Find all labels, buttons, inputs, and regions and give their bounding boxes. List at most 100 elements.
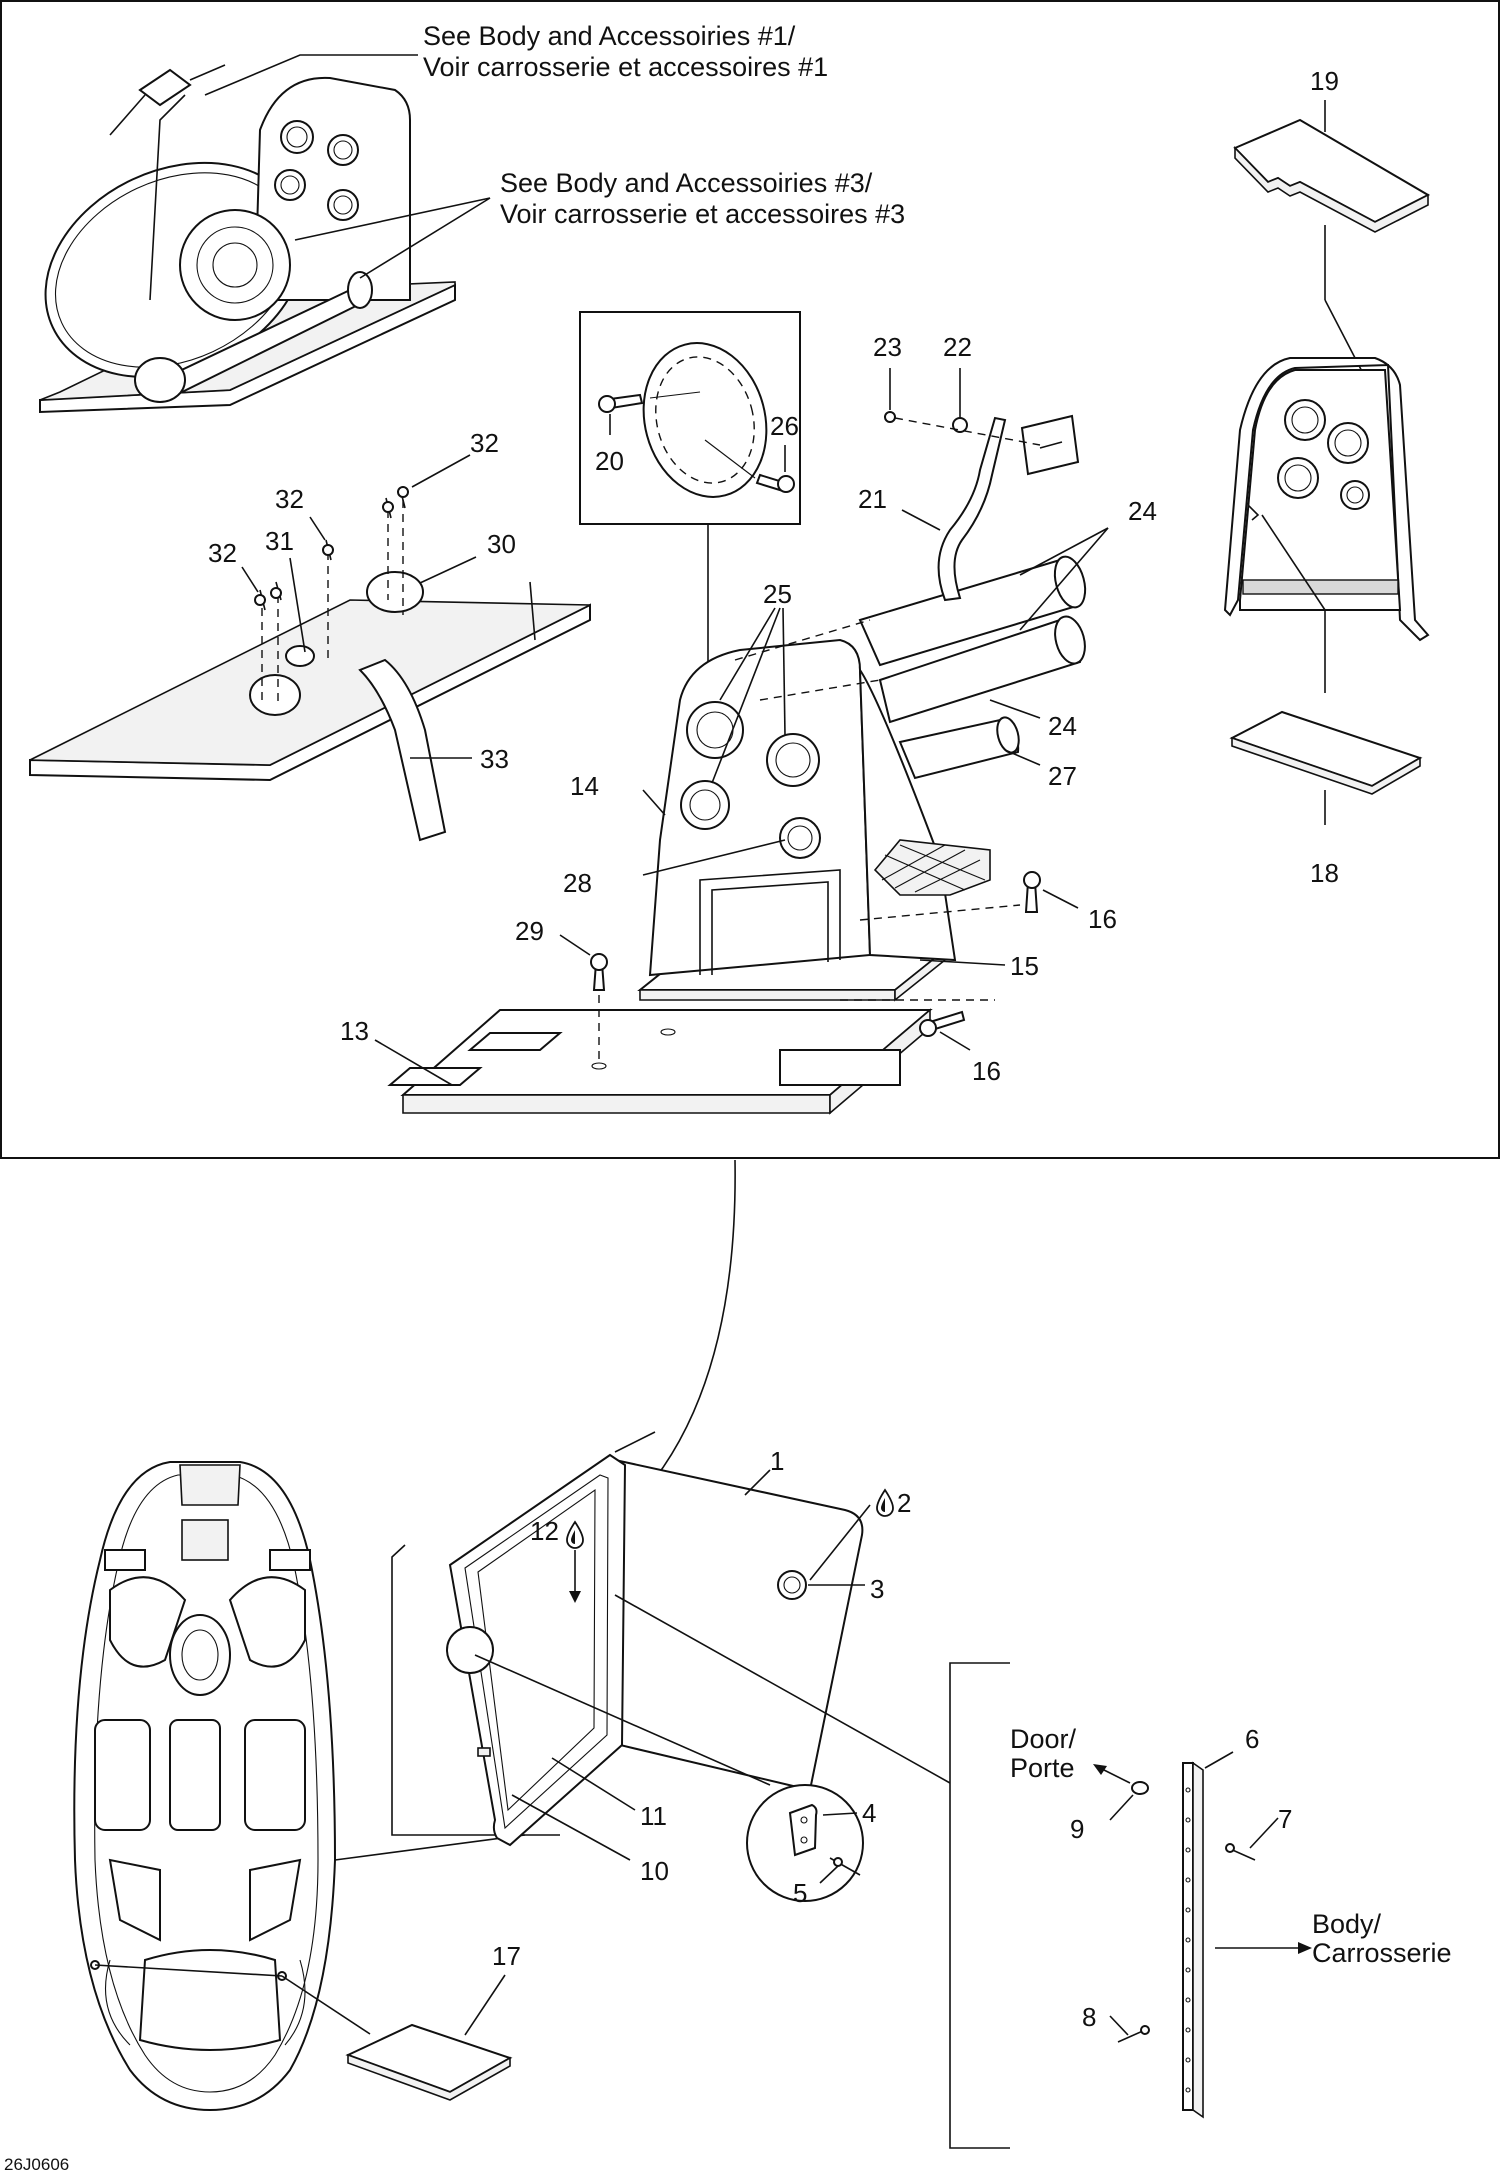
leader-30 <box>419 556 477 584</box>
callout-19: 19 <box>1310 66 1339 96</box>
leader-note-3a <box>294 197 491 241</box>
leader-16b <box>939 1031 971 1051</box>
note-body-accessories-3-fr: Voir carrosserie et accessoires #3 <box>500 199 905 229</box>
leader-6 <box>1204 1751 1234 1769</box>
callout-23: 23 <box>873 332 902 362</box>
callout-4: 4 <box>862 1798 876 1828</box>
leader-29 <box>559 934 591 956</box>
leader-note-1 <box>204 54 418 96</box>
leader-13 <box>374 1039 453 1086</box>
main-console-assembly <box>387 411 1087 1115</box>
arrow-to-door <box>1093 1764 1107 1775</box>
callout-5: 5 <box>793 1878 807 1908</box>
callout-14: 14 <box>570 771 599 801</box>
clamp-deck-assembly <box>29 486 591 842</box>
callout-33: 33 <box>480 744 509 774</box>
callout-32-b: 32 <box>275 484 304 514</box>
drop-icon-sealant-12-fill <box>571 1530 575 1544</box>
leader-24a-1 <box>1019 527 1109 576</box>
callout-28: 28 <box>563 868 592 898</box>
label-body-en: Body/ <box>1312 1909 1382 1939</box>
callout-32-c: 32 <box>208 538 237 568</box>
callout-7: 7 <box>1278 1804 1292 1834</box>
drawing-code: 26J0606 <box>4 2155 69 2174</box>
callout-18: 18 <box>1310 858 1339 888</box>
console-cover <box>1223 357 1430 642</box>
leader-16a <box>1042 889 1079 909</box>
frame-line-upper-diagonal <box>614 1431 656 1453</box>
label-body-fr: Carrosserie <box>1312 1938 1452 1968</box>
arrow-to-body <box>1298 1942 1312 1954</box>
leader-24b <box>989 699 1041 719</box>
leader-24a-2 <box>1019 527 1109 631</box>
leader-washer-to-door <box>1099 1767 1131 1784</box>
callout-1: 1 <box>770 1446 784 1476</box>
leader-note-3b <box>359 197 491 279</box>
hull-top-view <box>73 1461 337 2112</box>
leader-17 <box>464 1974 506 2036</box>
callout-13: 13 <box>340 1016 369 1046</box>
upper-panel-frame <box>0 0 1500 1159</box>
frame-strip-panel <box>949 1662 1010 2149</box>
leader-console-edge <box>1261 514 1326 611</box>
callout-24-a: 24 <box>1128 496 1157 526</box>
leader-8 <box>1109 2015 1129 2036</box>
leader-7 <box>1249 1817 1279 1849</box>
leader-25-2 <box>782 607 786 736</box>
reference-assembly-drawing <box>39 64 456 414</box>
leader-10 <box>511 1794 631 1861</box>
note-body-accessories-1-fr: Voir carrosserie et accessoires #1 <box>423 52 828 82</box>
leader-32c <box>241 566 259 593</box>
leader-27 <box>1004 749 1041 766</box>
callout-16-b: 16 <box>972 1056 1001 1086</box>
label-door-en: Door/ <box>1010 1724 1077 1754</box>
callout-26: 26 <box>770 411 799 441</box>
leader-31 <box>289 557 306 653</box>
leader-21 <box>901 509 941 531</box>
callout-16-a: 16 <box>1088 904 1117 934</box>
drop-icon-sealant-2-fill <box>881 1498 885 1512</box>
leader-door-to-hull <box>334 1834 526 1861</box>
callout-6: 6 <box>1245 1724 1259 1754</box>
label-door-fr: Porte <box>1010 1753 1075 1783</box>
callout-11: 11 <box>640 1801 667 1831</box>
callout-24-b: 24 <box>1048 711 1077 741</box>
leader-2 <box>809 1504 871 1581</box>
leader-door-to-strip-panel <box>614 1594 951 1784</box>
hull-pad-17 <box>345 2023 513 2101</box>
callout-3: 3 <box>870 1574 884 1604</box>
callout-25: 25 <box>763 579 792 609</box>
callout-29: 29 <box>515 916 544 946</box>
arrow-12 <box>569 1591 581 1603</box>
leader-hull-to-pad-17 <box>281 1975 371 2035</box>
callout-2: 2 <box>897 1488 911 1518</box>
top-pad-19 <box>1233 118 1431 233</box>
callout-21: 21 <box>858 484 887 514</box>
callout-10: 10 <box>640 1856 669 1886</box>
leader-5 <box>819 1865 839 1884</box>
leader-hull-to-door <box>94 1964 283 1977</box>
callout-31: 31 <box>265 526 294 556</box>
callout-22: 22 <box>943 332 972 362</box>
callout-8: 8 <box>1082 2002 1096 2032</box>
frame-line-lower-left <box>391 1544 560 1836</box>
hinge-bracket-detail <box>788 1803 861 1876</box>
leader-4 <box>822 1812 858 1816</box>
note-body-accessories-3-en: See Body and Accessoiries #3/ <box>500 168 873 198</box>
leader-32b <box>309 516 326 541</box>
leader-32a <box>411 454 471 488</box>
callout-32-a: 32 <box>470 428 499 458</box>
callout-9: 9 <box>1070 1814 1084 1844</box>
hinge-strip-detail <box>1117 1761 1256 2119</box>
door-panel-assembly <box>446 1453 864 1847</box>
leader-25-1 <box>719 607 776 701</box>
leader-28 <box>642 839 786 876</box>
callout-15: 15 <box>1010 951 1039 981</box>
callout-17: 17 <box>492 1941 521 1971</box>
leader-14 <box>642 789 666 816</box>
leader-25-3 <box>711 607 781 784</box>
callout-30: 30 <box>487 529 516 559</box>
fitting-flange-detail <box>598 342 795 498</box>
bottom-pad-18 <box>1229 710 1423 795</box>
